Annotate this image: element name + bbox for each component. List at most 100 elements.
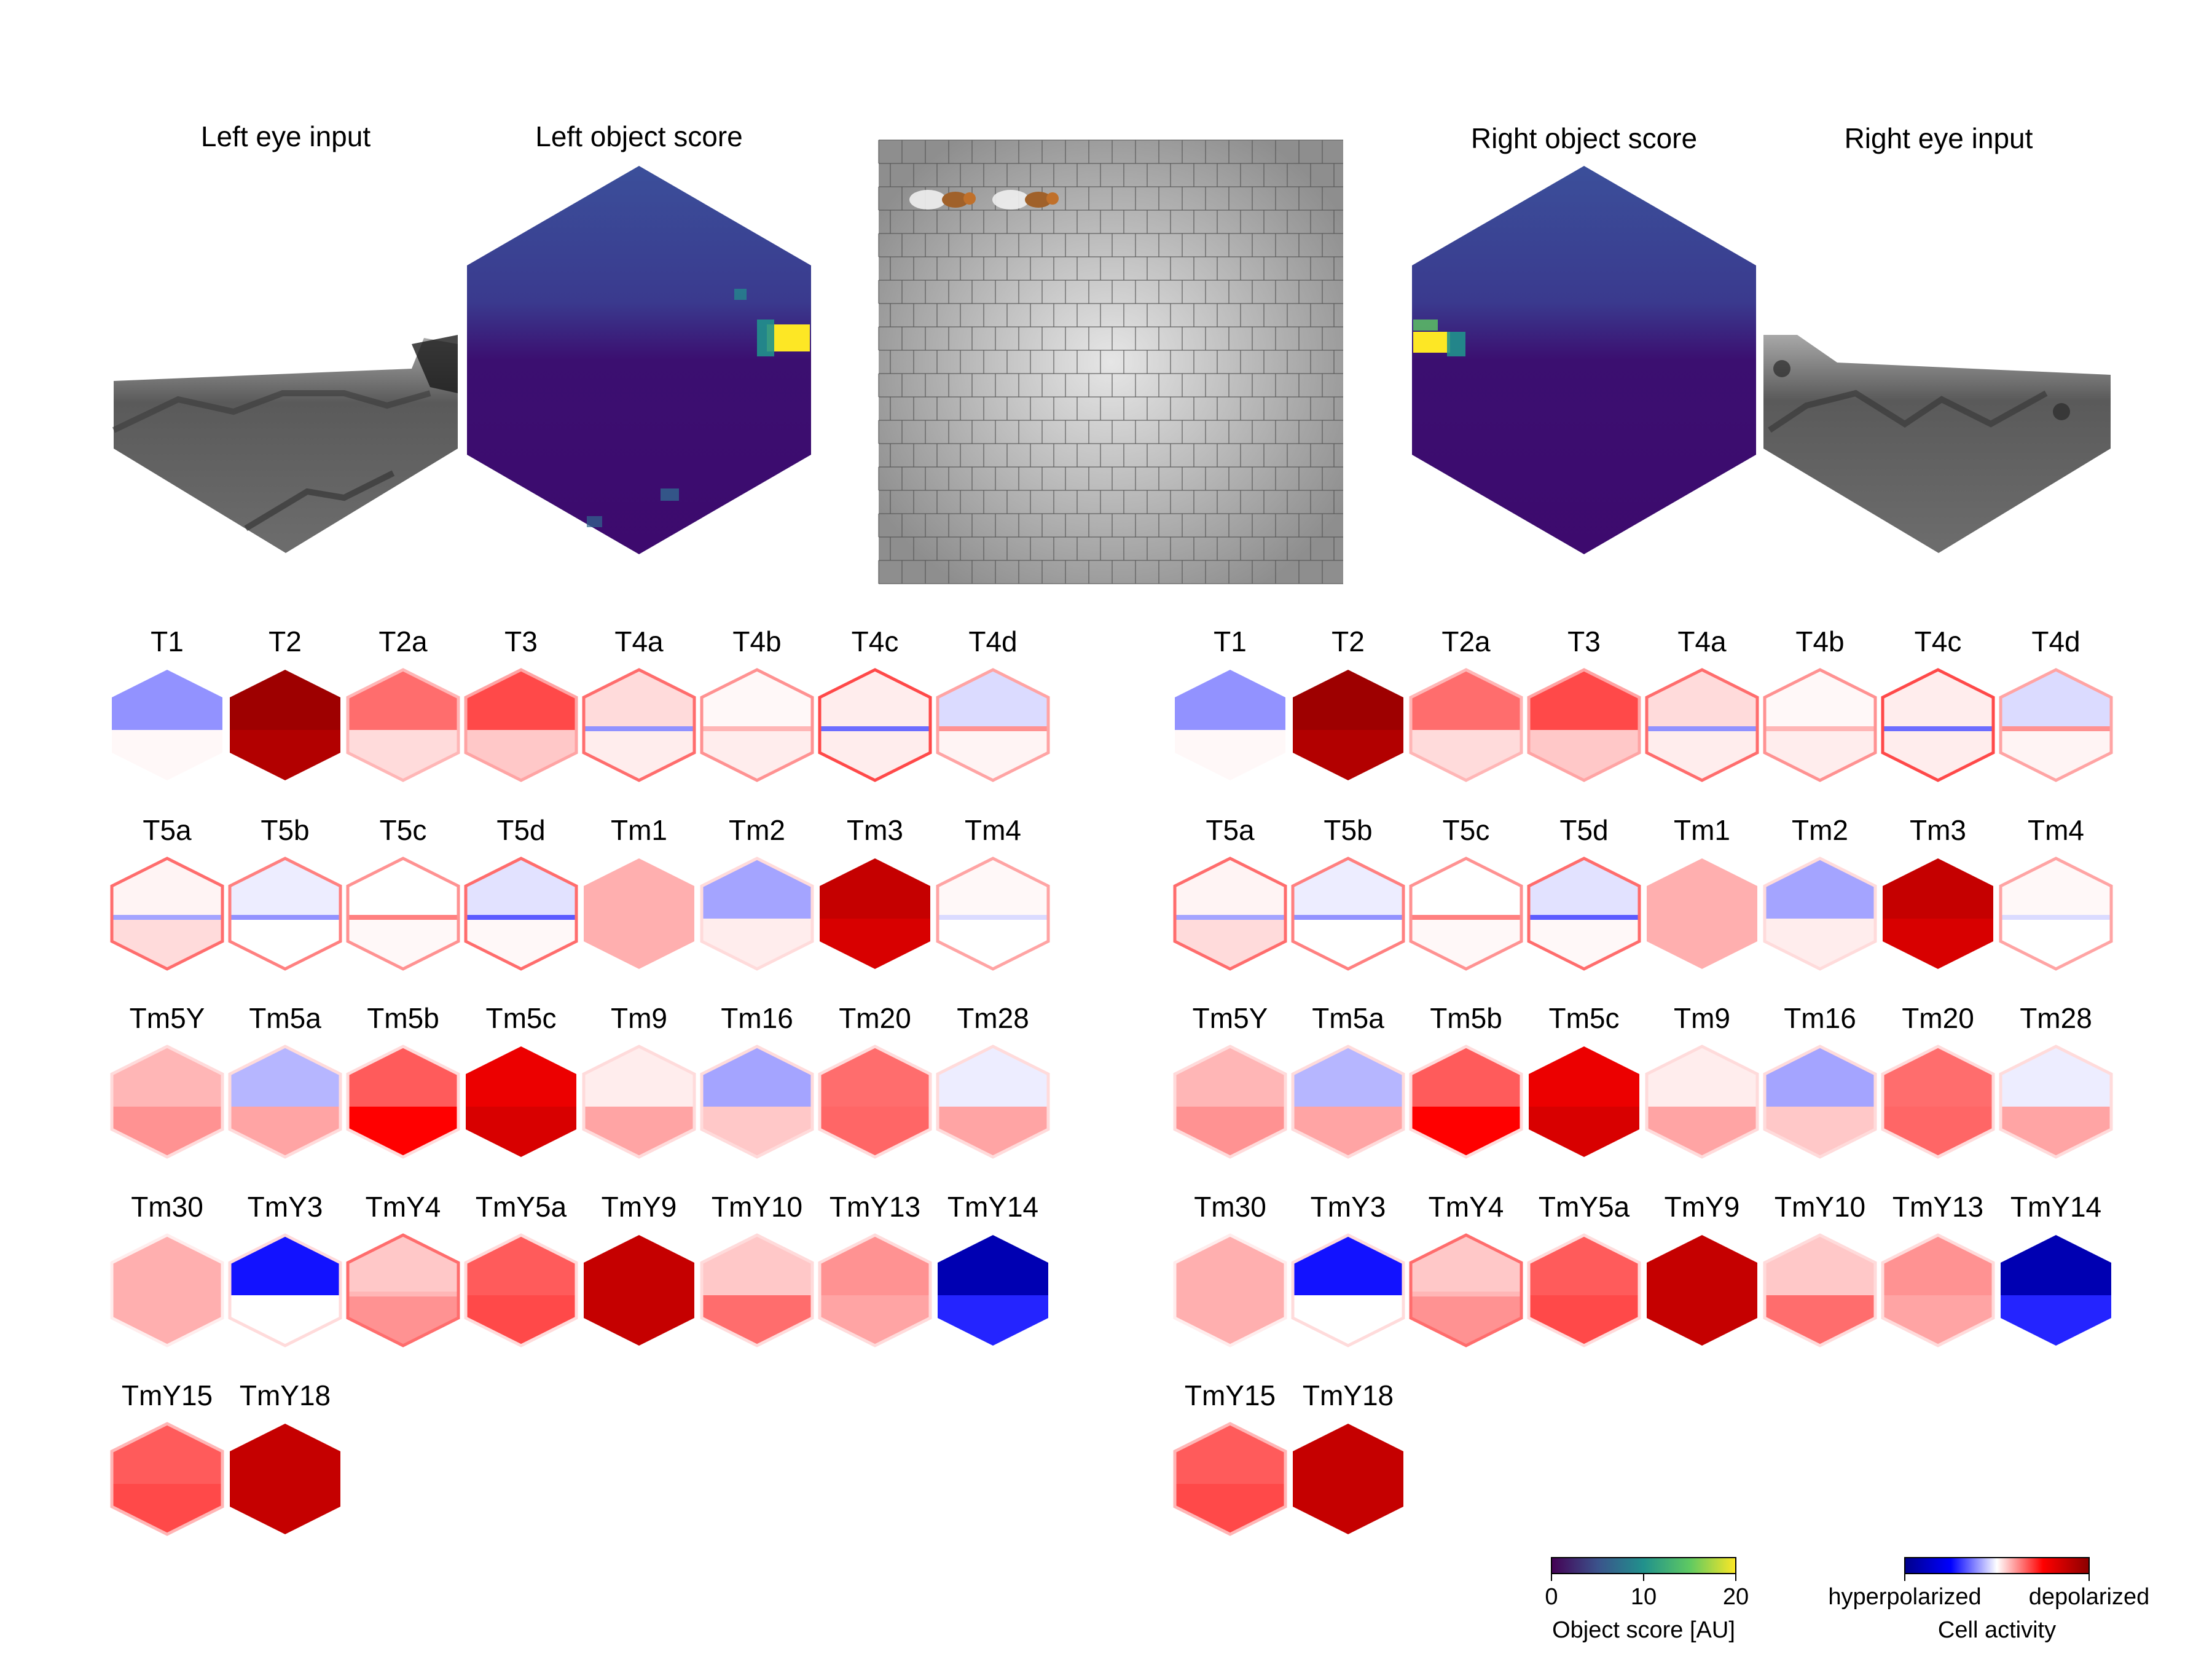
right-cell-label: TmY4 <box>1429 1191 1504 1223</box>
left-cell-label: TmY13 <box>830 1191 920 1223</box>
left-cell-upper-region <box>702 1235 812 1295</box>
left-cell-tmy18: TmY18 <box>230 1379 340 1534</box>
right-cell-tmy4: TmY4 <box>1409 1191 1523 1347</box>
right-cell-edge <box>1763 1045 1877 1159</box>
left-cell-upper-region <box>112 858 222 919</box>
right-cell-upper-region <box>1175 1424 1285 1484</box>
left-cell-edge <box>346 857 460 971</box>
left-cell-edge <box>110 1045 224 1159</box>
left-cell-edge <box>700 1233 814 1347</box>
right-cell-lower-region <box>1883 730 1993 780</box>
left-cell-tmy14: TmY14 <box>938 1191 1048 1346</box>
left-cell-edge <box>818 668 932 782</box>
left-cell-upper-region <box>348 670 458 730</box>
right-cell-lower-region <box>1647 1107 1757 1157</box>
right-cell-edge <box>1881 1045 1995 1159</box>
left-cell-t2a: T2a <box>346 626 460 782</box>
left-cell-label: T3 <box>504 626 538 657</box>
right-cell-upper-region <box>1883 1046 1993 1107</box>
left-cell-stripe <box>938 726 1048 731</box>
left-cell-edge <box>464 1233 578 1347</box>
right-cell-edge <box>1173 1422 1287 1536</box>
left-cell-lower-region <box>112 1107 222 1157</box>
right-cell-lower-region <box>1293 1107 1403 1157</box>
left-cell-lower-region <box>348 1295 458 1346</box>
right-cell-label: TmY3 <box>1311 1191 1386 1223</box>
right-cell-t2a: T2a <box>1409 626 1523 782</box>
left-cell-upper-region <box>230 858 340 919</box>
left-cell-t2: T2 <box>230 626 340 780</box>
left-cell-t4b: T4b <box>700 626 814 782</box>
right-cell-lower-region <box>1647 919 1757 969</box>
cell-activity-colorbar: hyperpolarized depolarized Cell activity <box>1828 1557 2149 1643</box>
right-cell-stripe <box>1411 1292 1521 1296</box>
right-cell-tm3: Tm3 <box>1883 814 1993 969</box>
right-cell-t5d: T5d <box>1527 814 1641 971</box>
right-eye-input-title: Right eye input <box>1845 122 2033 154</box>
right-cell-edge <box>1409 1233 1523 1347</box>
left-cell-upper-region <box>938 1235 1048 1295</box>
right-cell-edge <box>1173 1233 1287 1347</box>
right-cell-edge <box>1527 1233 1641 1347</box>
right-cell-lower-region <box>1293 919 1403 969</box>
object-score-colorbar: 0 10 20 Object score [AU] <box>1545 1557 1749 1643</box>
right-cell-tmy18: TmY18 <box>1293 1379 1403 1534</box>
left-cell-stripe <box>702 726 812 731</box>
left-object-score-title: Left object score <box>535 120 743 152</box>
right-cell-tm5c: Tm5c <box>1529 1002 1639 1157</box>
object-score-colorbar-gradient <box>1551 1557 1736 1574</box>
right-cell-upper-region <box>1647 1235 1757 1295</box>
left-cell-stripe <box>348 915 458 920</box>
left-cell-label: Tm3 <box>847 814 903 846</box>
left-cell-t5a: T5a <box>110 814 224 971</box>
left-cell-stripe <box>348 1292 458 1296</box>
right-cell-lower-region <box>1883 919 1993 969</box>
left-cell-label: Tm5Y <box>130 1002 205 1034</box>
left-cell-tm4: Tm4 <box>936 814 1050 971</box>
left-cell-upper-region <box>820 858 930 919</box>
left-cell-lower-region <box>938 919 1048 969</box>
left-cell-lower-region <box>820 730 930 780</box>
left-cell-label: T1 <box>151 626 184 657</box>
left-cell-tmy15: TmY15 <box>110 1379 224 1536</box>
left-cell-label: Tm5a <box>249 1002 321 1034</box>
right-object-score-panel <box>1412 166 1756 554</box>
right-cell-label: Tm5Y <box>1193 1002 1268 1034</box>
left-cell-upper-region <box>938 858 1048 919</box>
left-cell-tm3: Tm3 <box>820 814 930 969</box>
left-cell-upper-region <box>938 670 1048 730</box>
left-cell-upper-region <box>112 1235 222 1295</box>
left-cell-tm9: Tm9 <box>582 1002 696 1159</box>
right-cell-stripe <box>2001 726 2111 731</box>
left-cell-t5b: T5b <box>228 814 342 971</box>
left-cell-label: Tm5c <box>486 1002 557 1034</box>
right-cell-label: Tm5c <box>1549 1002 1620 1034</box>
right-cell-lower-region <box>1647 730 1757 780</box>
left-cell-t4a: T4a <box>582 626 696 782</box>
right-cell-upper-region <box>1293 1046 1403 1107</box>
cell-activity-high-label: depolarized <box>2029 1584 2149 1610</box>
left-cell-lower-region <box>466 1107 576 1157</box>
right-cell-upper-region <box>1529 1235 1639 1295</box>
right-cell-edge <box>1881 1233 1995 1347</box>
left-cell-lower-region <box>938 1107 1048 1157</box>
left-cell-lower-region <box>938 1295 1048 1346</box>
left-cell-edge <box>464 668 578 782</box>
right-cell-tm5a: Tm5a <box>1291 1002 1405 1159</box>
left-cell-upper-region <box>466 670 576 730</box>
right-cell-lower-region <box>1175 730 1285 780</box>
right-eye-input-panel <box>1763 335 2111 553</box>
cell-activity-colorbar-label: Cell activity <box>1938 1617 2056 1643</box>
right-cell-upper-region <box>1411 670 1521 730</box>
right-cell-label: Tm5b <box>1430 1002 1502 1034</box>
left-cell-upper-region <box>584 1046 694 1107</box>
left-cell-tm28: Tm28 <box>936 1002 1050 1159</box>
right-cell-label: T4a <box>1677 626 1727 657</box>
left-cell-upper-region <box>820 1235 930 1295</box>
cell-activity-low-label: hyperpolarized <box>1828 1584 1981 1610</box>
left-cell-t1: T1 <box>112 626 222 780</box>
right-cell-upper-region <box>1411 1235 1521 1295</box>
left-cell-lower-region <box>584 730 694 780</box>
right-cell-lower-region <box>1529 919 1639 969</box>
